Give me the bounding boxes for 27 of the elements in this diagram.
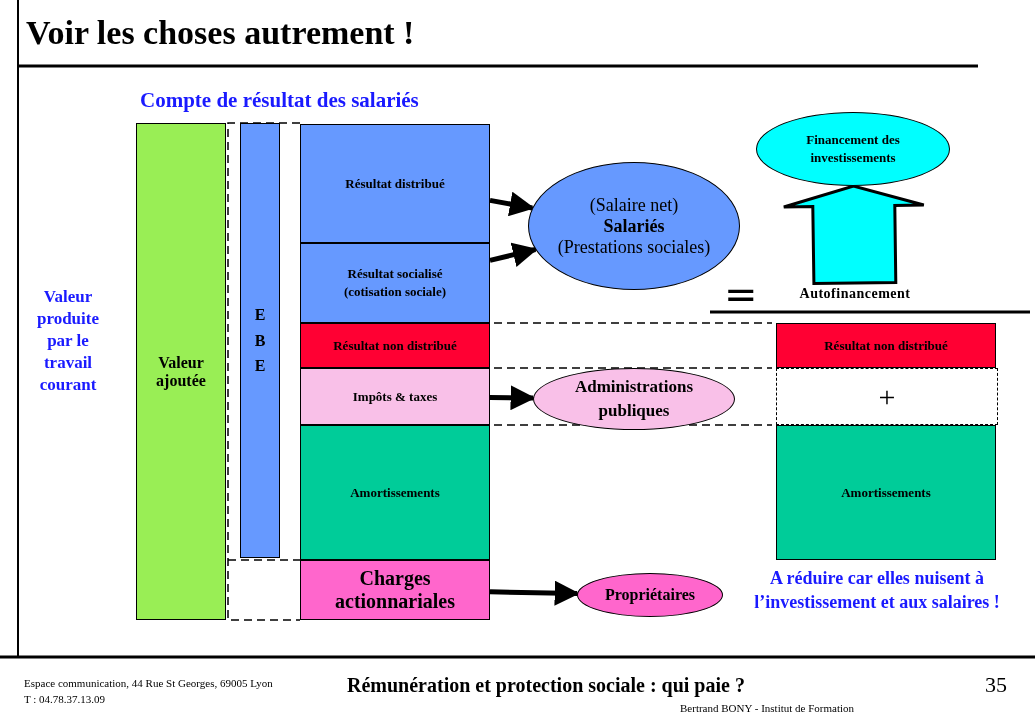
depreciation-block: Amortissements [300, 425, 490, 560]
shareholder-charges-block: Charges actionnariales [300, 560, 490, 620]
arrow [489, 191, 535, 217]
slide-title: Voir les choses autrement ! [26, 14, 415, 52]
employees-ellipse: (Salaire net) Salariés (Prestations sociales) [528, 162, 740, 290]
result-block: Résultat socialisé (cotisation sociale) [300, 243, 490, 323]
depreciation-block: Amortissements [776, 425, 996, 560]
block-arrow [782, 184, 926, 286]
tax-block: Impôts & taxes [300, 368, 490, 425]
footer-title: Rémunération et protection sociale : qui paie ? [347, 674, 745, 697]
ebe-bar: EBE [240, 123, 280, 558]
footer-phone: T : 04.78.37.13.09 [24, 693, 106, 705]
page-number: 35 [985, 672, 1007, 698]
arrow [489, 242, 538, 267]
side-note: Valeur produite par le travail courant [35, 286, 100, 397]
footer-address: Espace communication, 44 Rue St Georges, 69005 Lyon [24, 677, 273, 689]
side-note: A réduire car elles nuisent à l’investissement et aux salaires ! [753, 567, 1001, 615]
section-heading: Compte de résultat des salariés [140, 88, 419, 113]
result-block: Résultat distribué [300, 124, 490, 243]
result-block: Résultat non distribué [300, 323, 490, 368]
administrations-ellipse: Administrations publiques [533, 368, 735, 430]
self-financing-label: Autofinancement [760, 283, 950, 305]
result-block: Résultat non distribué [776, 323, 996, 368]
footer-author: Bertrand BONY - Institut de Formation [680, 702, 855, 714]
value-added-bar: Valeur ajoutée [136, 123, 226, 620]
financing-ellipse: Financement des investissements [756, 112, 950, 186]
owners-ellipse: Propriétaires [577, 573, 723, 617]
